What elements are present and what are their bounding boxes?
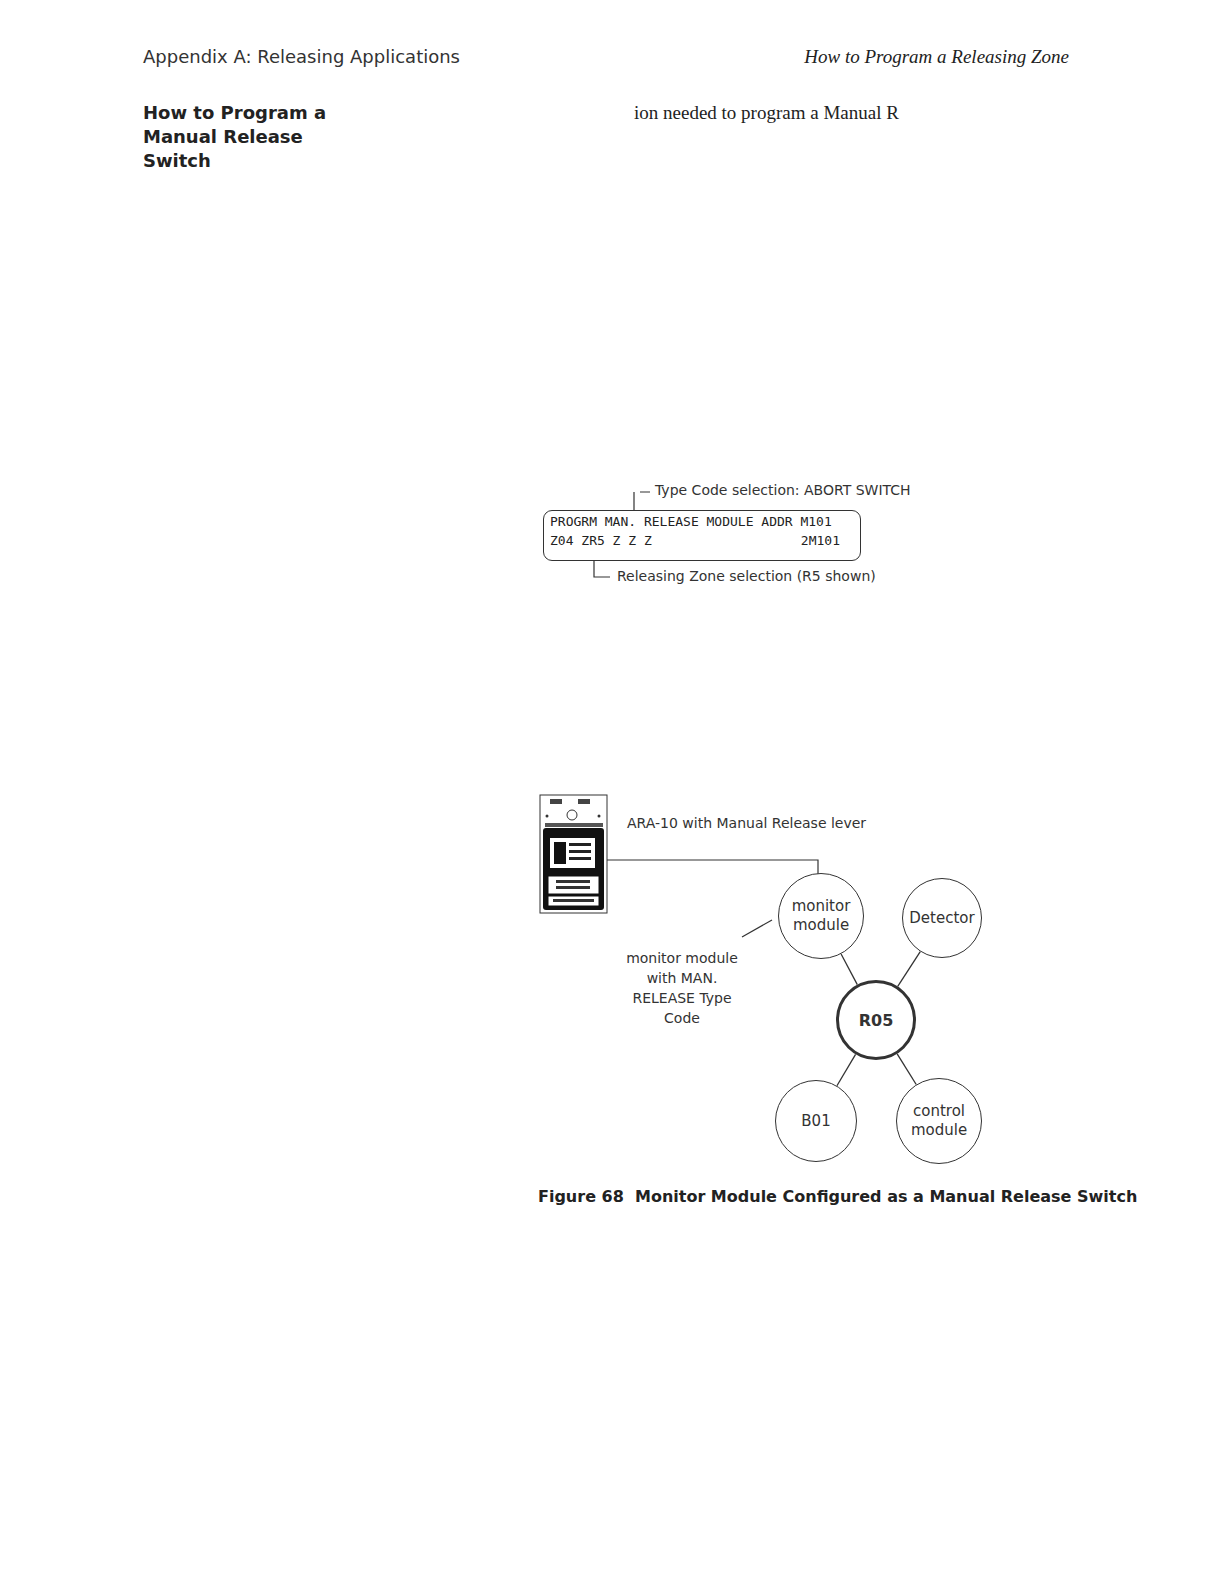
node-label: Detector: [903, 909, 980, 928]
node-circle: R05: [836, 980, 916, 1060]
callout-label: Releasing Zone selection (R5 shown): [617, 568, 876, 584]
leader-line: [742, 920, 772, 937]
node-circle: B01: [775, 1080, 857, 1162]
node-label: monitor module: [779, 897, 863, 935]
display-text: Z04 ZR5 Z Z Z: [550, 533, 652, 548]
connector: [898, 952, 921, 987]
figure-caption: Figure 68 Monitor Module Configured as a…: [538, 1187, 1137, 1206]
node-circle: monitor module: [778, 873, 864, 959]
connector: [897, 1054, 916, 1085]
page-header: How to Program a Releasing Zone: [804, 46, 1069, 68]
lcd-display: PROGRM MAN. RELEASE MODULE ADDR M101Z04 …: [543, 510, 861, 561]
connector: [837, 1054, 856, 1085]
callout-label: Type Code selection: ABORT SWITCH: [655, 482, 911, 498]
section-heading: How to Program a Manual Release Switch: [143, 101, 358, 173]
wire: [607, 860, 818, 874]
device-label: ARA-10 with Manual Release lever: [627, 815, 866, 831]
body-text: ion needed to program a Manual R: [634, 102, 899, 124]
ara10-device: [540, 795, 607, 913]
node-label: R05: [853, 1011, 900, 1030]
page-header: Appendix A: Releasing Applications: [143, 46, 460, 67]
node-label: B01: [795, 1112, 836, 1131]
connector: [841, 954, 857, 985]
display-text: 2M101: [801, 533, 840, 548]
node-label: control module: [897, 1102, 981, 1140]
callout-label: monitor module with MAN. RELEASE Type Co…: [622, 948, 742, 1028]
display-text: PROGRM MAN. RELEASE MODULE ADDR M101: [550, 514, 832, 529]
node-circle: Detector: [902, 878, 982, 958]
node-circle: control module: [896, 1078, 982, 1164]
